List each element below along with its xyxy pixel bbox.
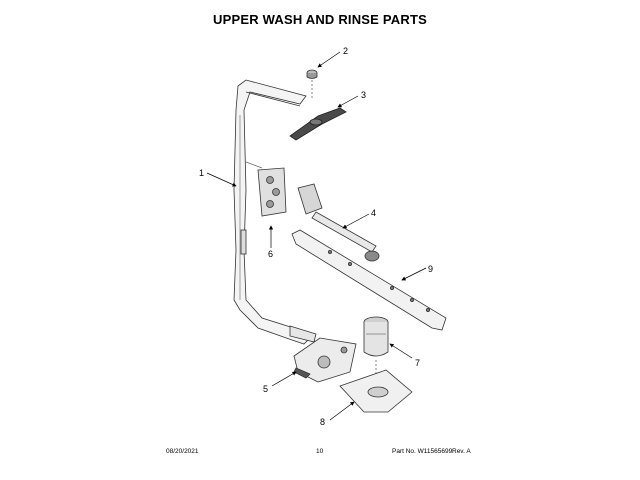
footer-revision: Rev. A: [452, 448, 471, 455]
callout-9: 9: [428, 264, 433, 274]
supply-tube: [233, 79, 317, 345]
footer-part-number: Part No. W11565699: [392, 448, 453, 455]
leader-lines: [206, 51, 427, 421]
footer-date: 08/20/2021: [166, 448, 199, 455]
filter-base-plate: [339, 369, 413, 413]
callout-7: 7: [415, 358, 420, 368]
callout-8: 8: [320, 417, 325, 427]
callout-2: 2: [343, 46, 348, 56]
footer-page-number: 10: [316, 448, 324, 455]
callout-5: 5: [263, 384, 268, 394]
callout-3: 3: [361, 90, 366, 100]
callout-1: 1: [199, 168, 204, 178]
filter-assembly: [363, 316, 389, 382]
wash-arm-cap: [306, 69, 318, 100]
wash-pump-manifold: [293, 337, 357, 383]
callout-4: 4: [371, 208, 376, 218]
diverter-bracket: [245, 161, 287, 217]
lower-spray-arm: [291, 229, 447, 331]
spray-arm-conduit: [297, 183, 380, 262]
upper-spray-arm: [289, 107, 347, 141]
page-title: UPPER WASH AND RINSE PARTS: [213, 12, 427, 27]
callout-6: 6: [268, 249, 273, 259]
